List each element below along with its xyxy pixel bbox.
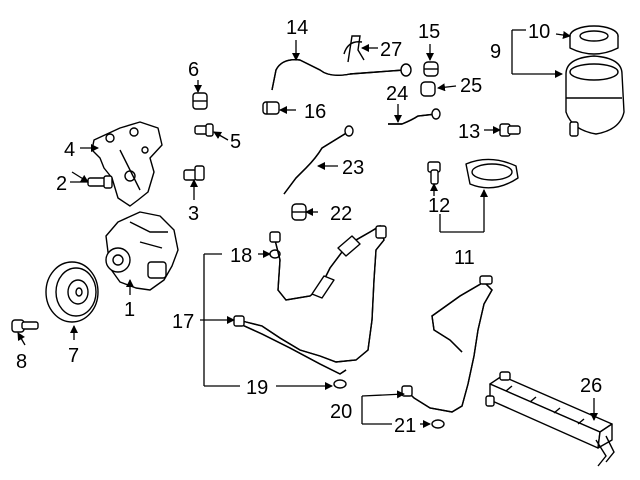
callout-22: 22 — [330, 203, 352, 225]
callout-26: 26 — [580, 375, 602, 397]
callout-2: 2 — [56, 173, 67, 195]
callout-14: 14 — [286, 17, 308, 39]
reservoir-cap — [569, 25, 619, 55]
callout-24: 24 — [386, 83, 408, 105]
callout-7: 7 — [68, 345, 79, 367]
o-ring-19 — [333, 379, 347, 389]
callout-5: 5 — [230, 131, 241, 153]
callout-25: 25 — [460, 75, 482, 97]
callout-17: 17 — [172, 311, 194, 333]
bolt-3 — [183, 165, 205, 181]
callout-20: 20 — [330, 401, 352, 423]
callout-15: 15 — [418, 21, 440, 43]
callout-1: 1 — [124, 299, 135, 321]
reservoir-hose — [388, 108, 441, 125]
return-hose — [271, 59, 412, 91]
pump-bracket — [91, 121, 163, 207]
callout-9: 9 — [490, 41, 501, 63]
nut-6 — [192, 92, 208, 110]
reservoir — [565, 55, 625, 137]
callout-23: 23 — [342, 157, 364, 179]
callout-10: 10 — [528, 21, 550, 43]
callout-numbers: 1 2 3 4 5 6 7 8 9 10 11 12 13 14 15 16 1… — [16, 17, 602, 437]
hose-clamp-16 — [262, 101, 280, 115]
callout-4: 4 — [64, 139, 75, 161]
callout-16: 16 — [304, 101, 326, 123]
leader-lines — [17, 29, 598, 428]
hose-clamp-22 — [291, 203, 307, 221]
bolt-13 — [499, 123, 521, 137]
callout-18: 18 — [230, 245, 252, 267]
hose-clip-27 — [343, 35, 365, 63]
callout-6: 6 — [188, 59, 199, 81]
callout-19: 19 — [246, 377, 268, 399]
bolt-12 — [427, 161, 441, 185]
pressure-line — [233, 224, 387, 375]
bolt-8 — [11, 319, 39, 333]
reservoir-bracket — [465, 158, 519, 189]
callout-21: 21 — [394, 415, 416, 437]
cooler-line — [401, 275, 493, 413]
power-steering-cooler — [485, 371, 615, 467]
callout-12: 12 — [428, 195, 450, 217]
pulley — [45, 261, 99, 323]
callout-3: 3 — [188, 203, 199, 225]
callout-11: 11 — [454, 247, 475, 269]
hose-clamp-25 — [420, 81, 436, 97]
hose-clamp-15 — [423, 61, 439, 77]
bolt-2 — [87, 175, 113, 189]
bolt-5 — [194, 123, 214, 137]
power-steering-pump — [105, 211, 179, 291]
callout-13: 13 — [458, 121, 480, 143]
suction-hose — [283, 125, 354, 195]
o-ring-21 — [431, 419, 445, 429]
callout-27: 27 — [380, 39, 402, 61]
callout-8: 8 — [16, 351, 27, 373]
